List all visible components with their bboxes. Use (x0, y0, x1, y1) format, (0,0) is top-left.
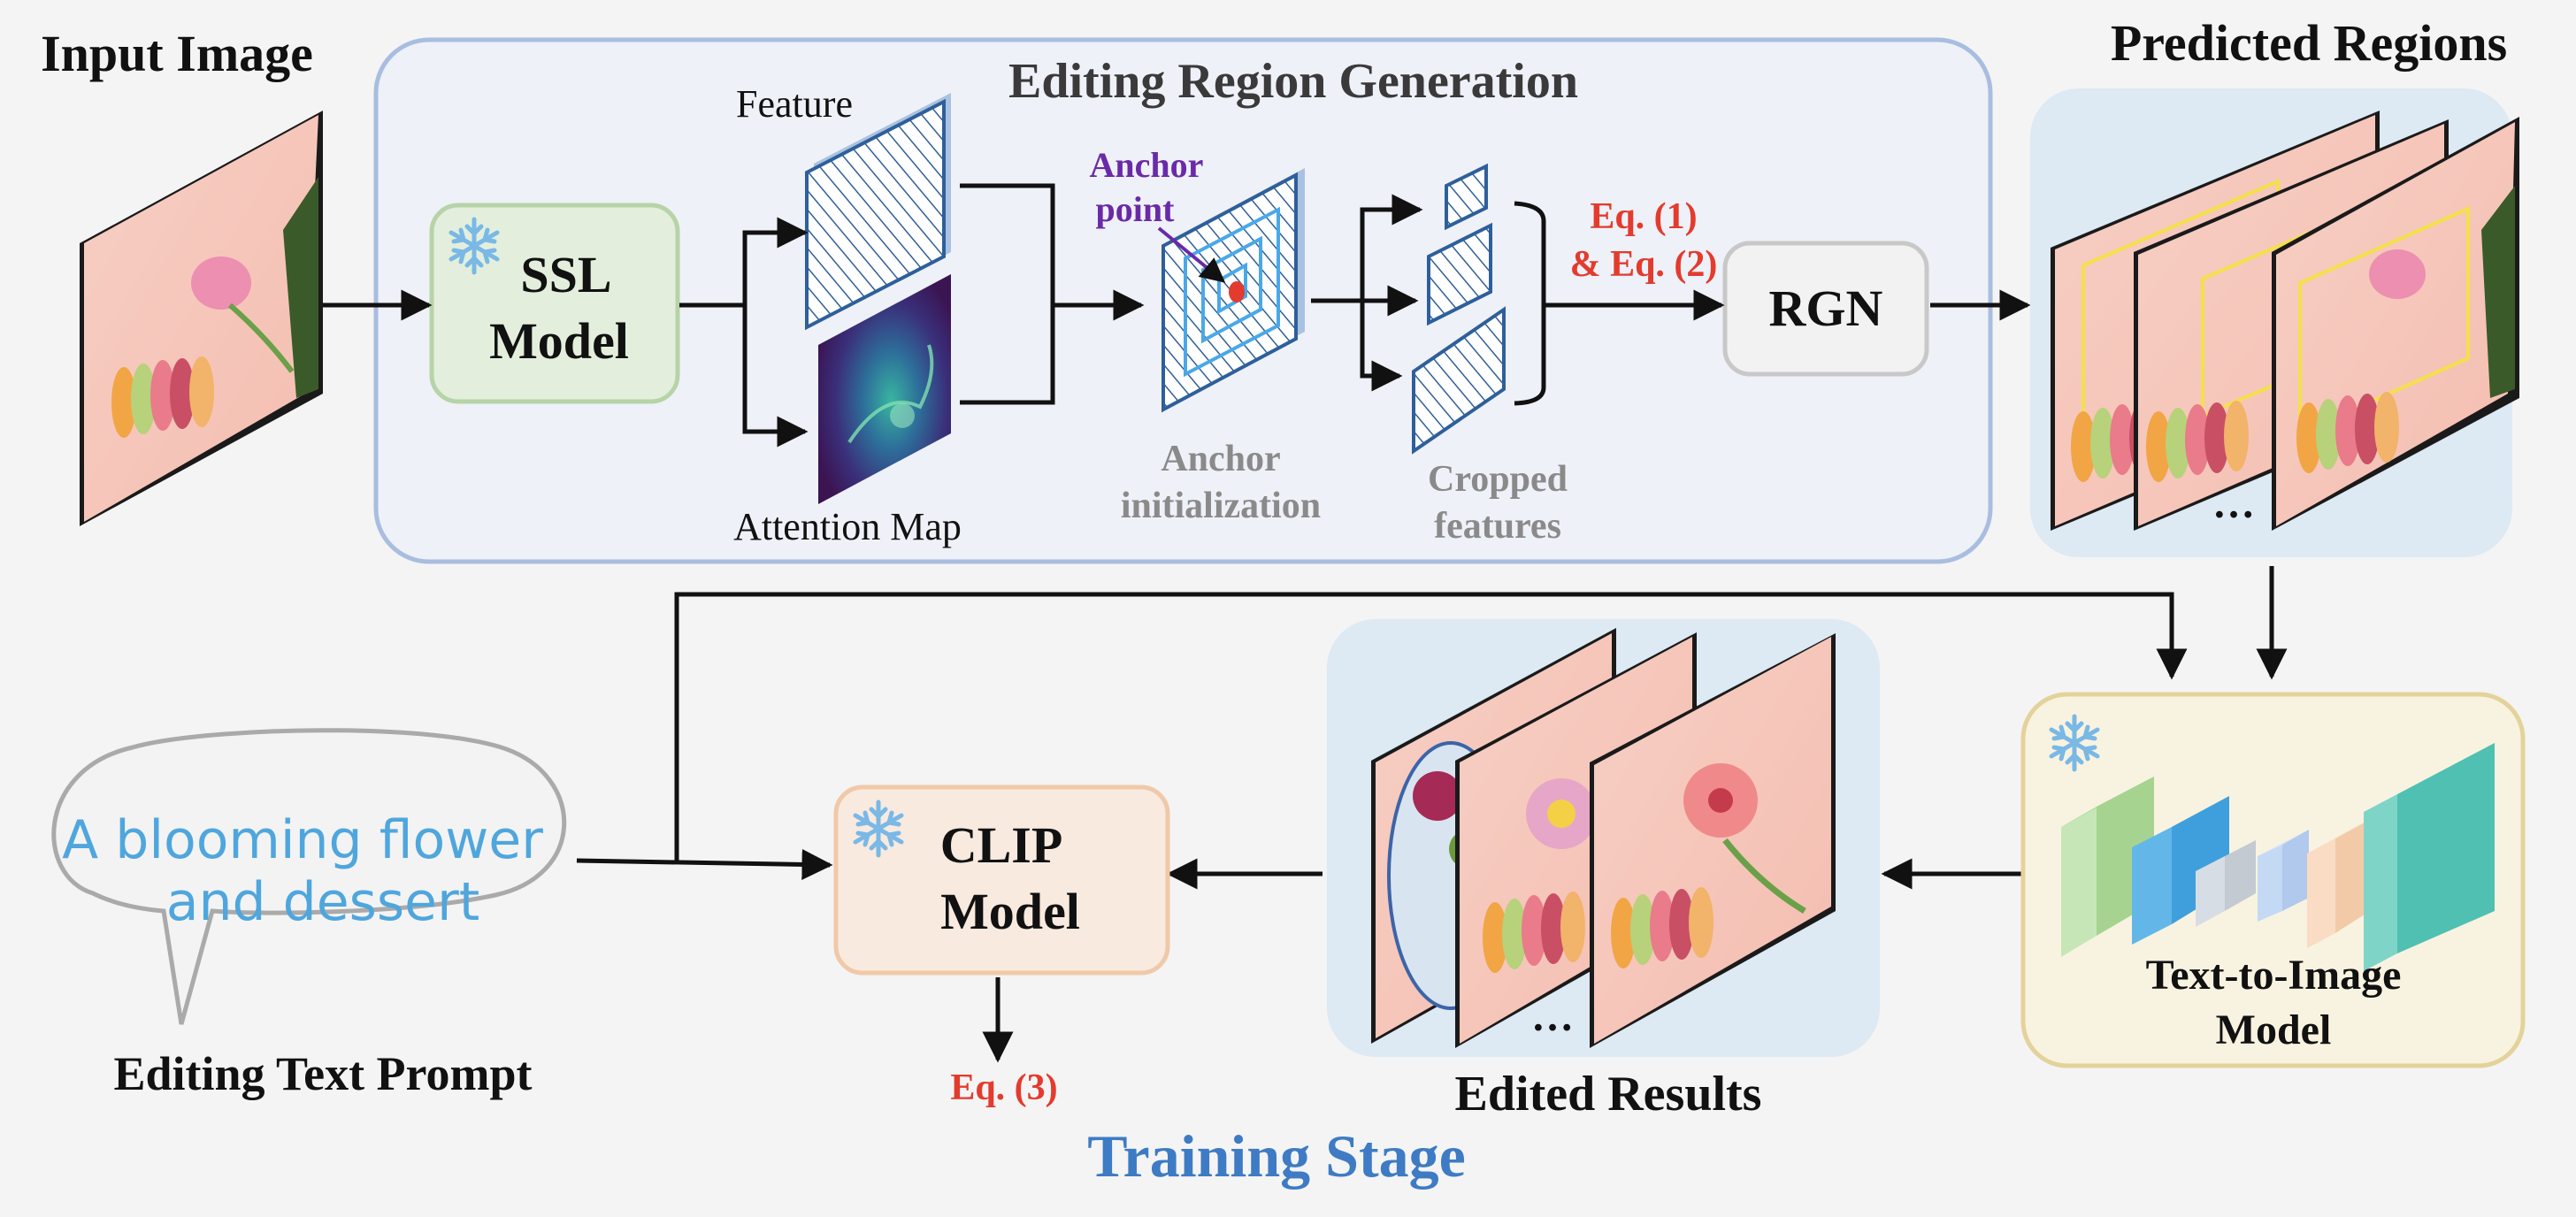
cropped-label-2: features (1434, 506, 1561, 547)
anchor-point-marker (1229, 281, 1245, 302)
cropped-features (1412, 163, 1546, 455)
predicted-ellipsis: … (2212, 480, 2255, 527)
eq3-label: Eq. (3) (950, 1068, 1057, 1108)
input-image (80, 111, 323, 526)
unet-blocks (2061, 743, 2495, 971)
t2i-label-2: Model (2216, 1007, 2332, 1053)
edited-results-stack (1371, 628, 1836, 1048)
clip-model-box (833, 785, 1170, 976)
cropped-label-1: Cropped (1428, 459, 1568, 500)
rgn-box (1722, 241, 1929, 377)
predicted-region-stack (2051, 111, 2519, 531)
edited-ellipsis: … (1531, 993, 1574, 1040)
top-arrows (323, 183, 2031, 448)
editing-text-prompt-label: Editing Text Prompt (113, 1047, 532, 1100)
anchor-init-label-1: Anchor (1161, 439, 1280, 479)
edited-results-label: Edited Results (1455, 1067, 1762, 1121)
attention-map-label: Attention Map (733, 505, 962, 548)
clip-label-1: CLIP (940, 816, 1063, 874)
attention-map (818, 274, 951, 504)
eq12-label-2: & Eq. (2) (1570, 244, 1718, 285)
speech-bubble (51, 728, 567, 1025)
anchor-plate (1162, 168, 1305, 413)
anchor-point-label-2: point (1096, 189, 1176, 229)
prompt-text-1: A blooming flower (62, 809, 543, 871)
predicted-regions-label: Predicted Regions (2111, 14, 2507, 72)
rgn-label: RGN (1769, 279, 1883, 337)
edited-frame-3 (1590, 633, 1836, 1048)
anchor-point-label-1: Anchor (1090, 145, 1204, 185)
ssl-label-2: Model (489, 312, 629, 370)
panel-title: Editing Region Generation (1008, 54, 1578, 109)
anchor-init-label-2: initialization (1121, 486, 1321, 526)
eq12-label-1: Eq. (1) (1590, 196, 1697, 237)
prompt-text-2: and dessert (166, 871, 480, 933)
clip-label-2: Model (940, 883, 1080, 940)
feature-map (805, 93, 951, 331)
input-image-label: Input Image (41, 25, 313, 82)
mid-arrows (576, 566, 2288, 1063)
anchor-point-arrow (1157, 226, 1226, 283)
ssl-model-box (429, 203, 680, 404)
t2i-label-1: Text-to-Image (2146, 952, 2402, 999)
predicted-frame-3 (2272, 117, 2519, 531)
feature-label: Feature (736, 82, 853, 126)
training-stage-title: Training Stage (1087, 1122, 1466, 1190)
ssl-label-1: SSL (520, 246, 611, 303)
